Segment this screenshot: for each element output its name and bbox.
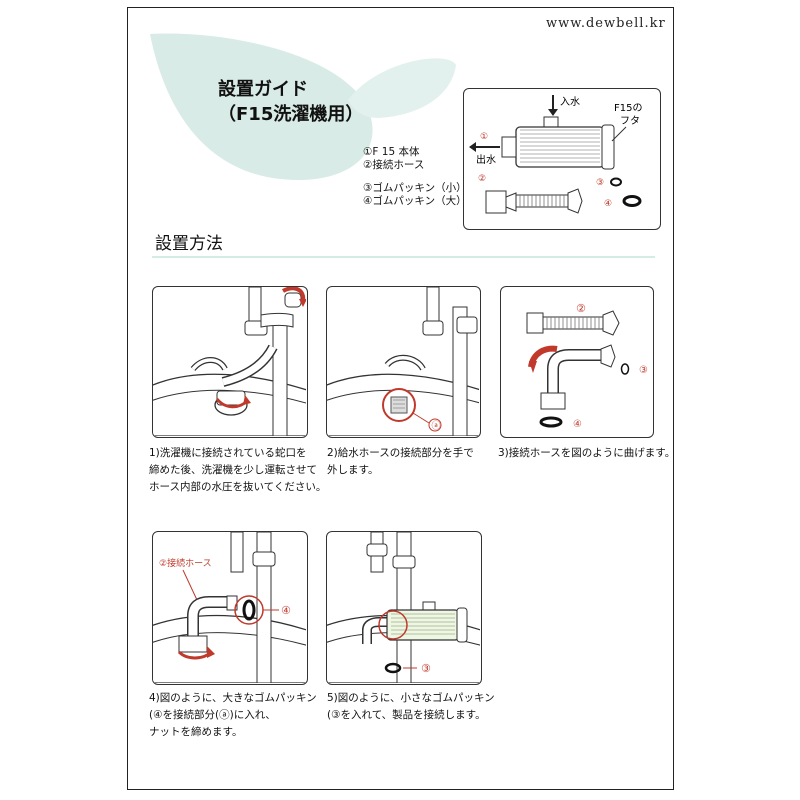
title-line-1: 設置ガイド xyxy=(218,79,308,100)
mark-3: ③ xyxy=(596,178,604,188)
step-2-line-2: 外します。 xyxy=(327,464,379,476)
step-2-illustration: ⓐ xyxy=(326,286,481,438)
section-title: 設置方法 xyxy=(155,234,223,254)
parts-item-3: ③ゴムパッキン（小） xyxy=(363,182,467,194)
step-2-caption: 2)給水ホースの接続部分を手で 外します。 xyxy=(327,445,474,479)
title-line-2: （F15洗濯機用） xyxy=(218,104,364,125)
step-4-line-3: ナットを締めます。 xyxy=(149,726,243,738)
step-1-line-2: 締めた後、洗濯機を少し運転させて xyxy=(149,464,317,476)
step-1-caption: 1)洗濯機に接続されている蛇口を 締めた後、洗濯機を少し運転させて ホース内部の… xyxy=(149,445,326,496)
parts-item-2: ②接続ホース xyxy=(363,158,425,171)
parts-list: ①F 15 本体 ②接続ホース ③ゴムパッキン（小） ④ゴムパッキン（大） xyxy=(363,146,467,207)
step-5-line-1: 5)図のように、小さなゴムパッキン xyxy=(327,692,495,704)
section-divider xyxy=(152,256,655,258)
step-5-line-2: (③を入れて、製品を接続します。 xyxy=(327,709,486,721)
step-3-illustration: ② ③ ④ xyxy=(500,286,654,438)
step-3-callout-small: ③ xyxy=(639,365,648,376)
step-1-line-3: ホース内部の水圧を抜いてください。 xyxy=(149,481,327,493)
step-5-illustration: ③ xyxy=(326,531,482,685)
cap-label-line-2: フタ xyxy=(620,115,640,127)
parts-item-1: ①F 15 本体 xyxy=(363,146,420,158)
parts-item-4: ④ゴムパッキン（大） xyxy=(363,194,467,207)
site-url: www.dewbell.kr xyxy=(546,16,666,31)
step-5-caption: 5)図のように、小さなゴムパッキン (③を入れて、製品を接続します。 xyxy=(327,690,495,724)
parts-diagram-illustration: 入水 ① 出水 F15の フタ ② ③ xyxy=(469,95,642,214)
step-4-callout: ④ xyxy=(281,604,291,617)
step-1-line-1: 1)洗濯機に接続されている蛇口を xyxy=(149,447,307,459)
step-3-callout-hose: ② xyxy=(576,302,586,315)
mark-2: ② xyxy=(478,174,486,184)
step-4-illustration: ②接続ホース ④ xyxy=(152,531,308,685)
cap-label-line-1: F15の xyxy=(614,103,642,114)
outlet-label: 出水 xyxy=(476,153,496,166)
parts-diagram: 入水 ① 出水 F15の フタ ② ③ xyxy=(463,88,661,230)
step-5-callout: ③ xyxy=(421,662,431,675)
mark-4: ④ xyxy=(604,199,612,209)
mark-1: ① xyxy=(480,132,488,142)
step-2-line-1: 2)給水ホースの接続部分を手で xyxy=(327,447,474,459)
page-title: 設置ガイド （F15洗濯機用） xyxy=(218,77,363,127)
step-4-line-1: 4)図のように、大きなゴムパッキン xyxy=(149,692,317,704)
step-3-caption: 3)接続ホースを図のように曲げます。 xyxy=(498,445,675,462)
step-2-callout-a: ⓐ xyxy=(432,421,441,432)
step-1-illustration xyxy=(152,286,308,438)
inlet-label: 入水 xyxy=(560,96,580,108)
leaf-decoration xyxy=(150,33,456,180)
step-4-caption: 4)図のように、大きなゴムパッキン (④を接続部分(ⓐ)に入れ、 ナットを締めま… xyxy=(149,690,317,741)
step-3-callout-large: ④ xyxy=(573,419,582,430)
step-4-line-2: (④を接続部分(ⓐ)に入れ、 xyxy=(149,709,276,721)
step-3-line-1: 3)接続ホースを図のように曲げます。 xyxy=(498,447,676,459)
step-4-callout-label: ②接続ホース xyxy=(159,557,212,569)
